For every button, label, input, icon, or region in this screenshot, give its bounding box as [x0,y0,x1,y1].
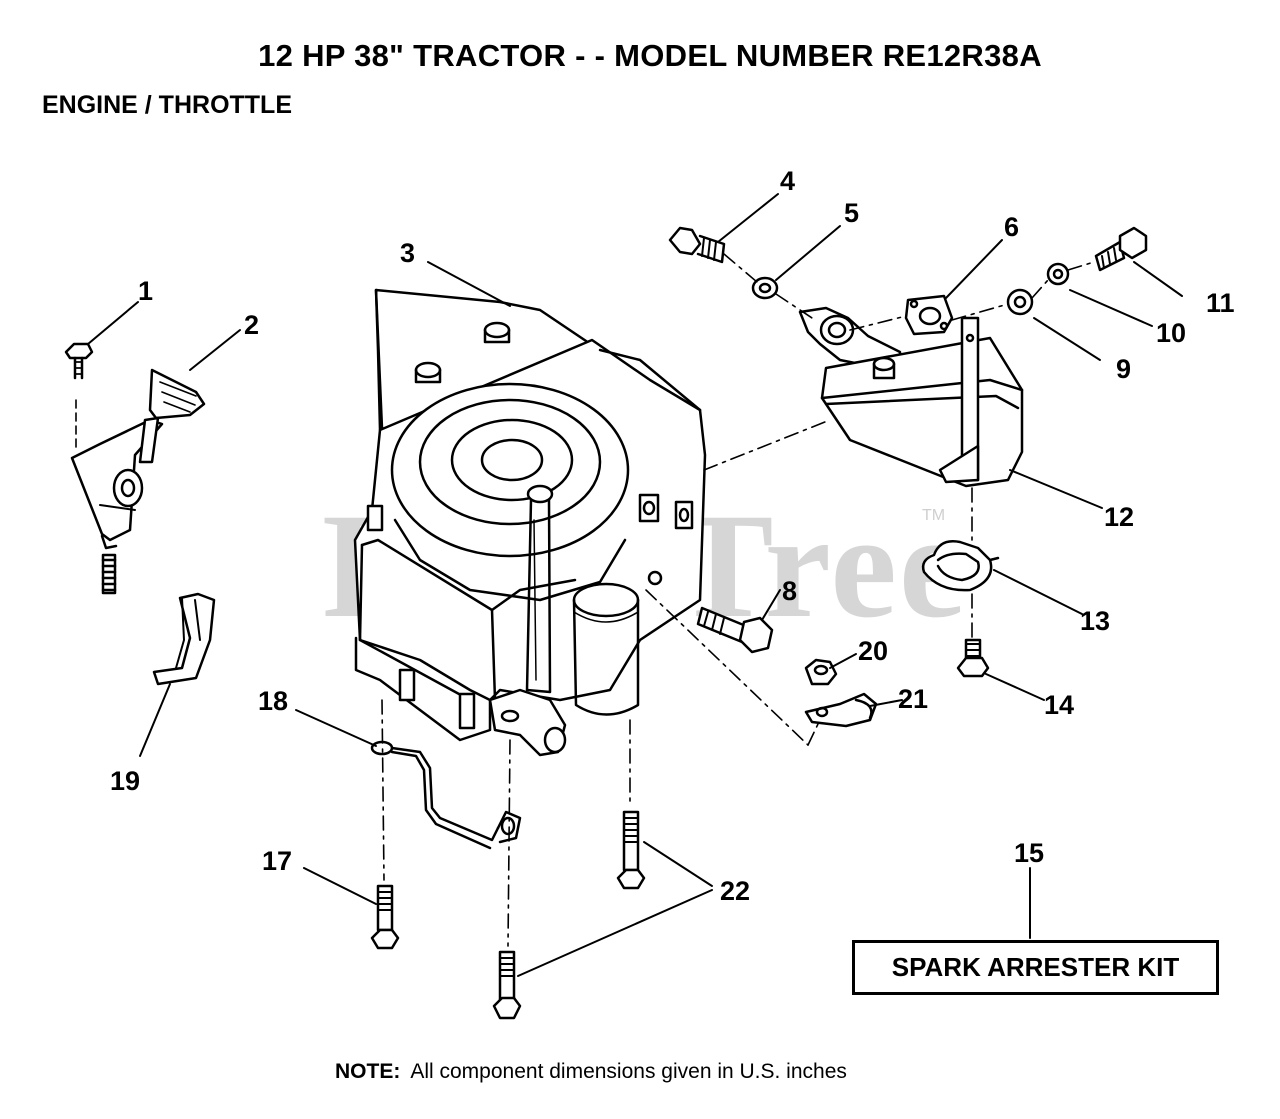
callout-6[interactable]: 6 [1004,212,1019,242]
part-13-ring[interactable] [921,540,1000,592]
callout-2[interactable]: 2 [244,310,259,340]
callout-9[interactable]: 9 [1116,354,1131,384]
part-21-clamp[interactable] [804,692,878,728]
footnote-label: NOTE: [335,1060,401,1083]
part-3-engine[interactable] [353,288,707,757]
callout-17[interactable]: 17 [262,846,292,876]
part-22-bolt-a[interactable] [616,810,646,890]
callout-3[interactable]: 3 [400,238,415,268]
callout-1[interactable]: 1 [138,276,153,306]
part-18-throttle-rod[interactable] [370,740,522,850]
alignment-lines [381,253,1095,947]
callout-8[interactable]: 8 [782,576,797,606]
callout-5[interactable]: 5 [844,198,859,228]
part-9-washer[interactable] [1006,288,1034,316]
part-5-washer[interactable] [751,276,779,300]
part-12-muffler[interactable] [820,316,1024,488]
part-20-nut[interactable] [804,658,838,686]
callout-14[interactable]: 14 [1044,690,1074,720]
part-17-bolt[interactable] [370,884,400,950]
part-4-bolt[interactable] [668,226,726,264]
callout-10[interactable]: 10 [1156,318,1186,348]
part-19-clip[interactable] [152,592,216,686]
part-2-throttle-control[interactable] [70,368,206,595]
spark-arrester-kit-box[interactable]: SPARK ARRESTER KIT [852,940,1219,995]
diagram-subtitle: ENGINE / THROTTLE [42,91,292,119]
callout-18[interactable]: 18 [258,686,288,716]
callout-11[interactable]: 11 [1206,288,1235,318]
callout-21[interactable]: 21 [898,684,928,714]
footnote: NOTE: All component dimensions given in U… [335,1060,847,1084]
callout-22[interactable]: 22 [720,876,750,906]
callout-4[interactable]: 4 [780,166,795,196]
watermark-trademark: TM [922,507,946,524]
callout-19[interactable]: 19 [110,766,140,796]
callout-13[interactable]: 13 [1080,606,1110,636]
leader-lines [87,193,1183,977]
part-14-screw[interactable] [956,638,990,678]
spark-arrester-kit-label: SPARK ARRESTER KIT [891,952,1180,982]
callout-15[interactable]: 15 [1014,838,1044,868]
part-10-lock-washer[interactable] [1046,262,1070,286]
part-11-bolt[interactable] [1094,226,1148,272]
part-8-bolt[interactable] [696,606,774,654]
footnote-text: All component dimensions given in U.S. i… [410,1060,847,1083]
diagram-title: 12 HP 38" TRACTOR - - MODEL NUMBER RE12R… [258,38,1042,73]
callout-12[interactable]: 12 [1104,502,1134,532]
callout-numbers: 1 2 3 4 5 6 8 9 10 11 12 13 14 15 17 18 … [110,166,1235,906]
callout-20[interactable]: 20 [858,636,888,666]
part-6-gasket[interactable] [904,294,954,336]
part-22-bolt-b[interactable] [492,950,522,1020]
part-1-screw[interactable] [64,342,94,380]
